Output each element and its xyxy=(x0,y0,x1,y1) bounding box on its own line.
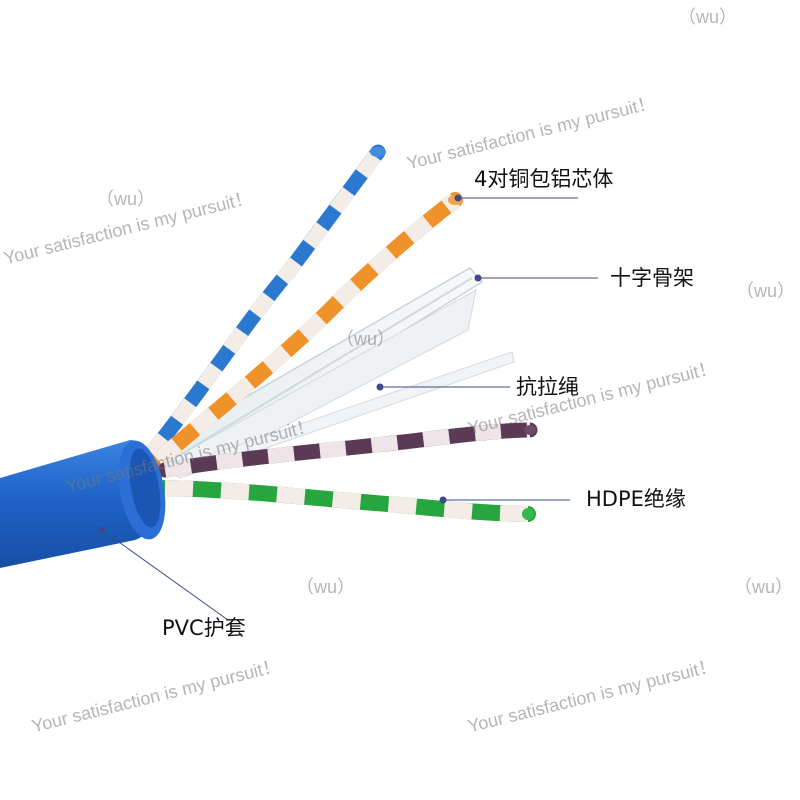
label-jacket: PVC护套 xyxy=(162,616,246,640)
watermark-tag: （wu） xyxy=(96,189,156,209)
green-pair xyxy=(157,480,536,522)
label-rip-cord: 抗拉绳 xyxy=(516,375,579,399)
leader-insulation xyxy=(439,496,570,504)
blue-pair xyxy=(142,144,386,463)
cross-filler xyxy=(148,267,484,471)
leader-cross-filler xyxy=(474,274,598,282)
pvc-jacket xyxy=(0,440,166,568)
watermark-tag: （wu） xyxy=(736,281,796,301)
watermark-tag: （wu） xyxy=(296,577,356,597)
leader-lines xyxy=(98,194,598,621)
label-cross-filler: 十字骨架 xyxy=(610,266,694,290)
label-insulation: HDPE绝缘 xyxy=(586,487,686,511)
label-core: 4对铜包铝芯体 xyxy=(474,167,614,191)
leader-rip-cord xyxy=(376,383,510,391)
leader-jacket xyxy=(98,526,229,621)
watermark-tag: （wu） xyxy=(734,577,794,597)
brown-pair xyxy=(157,422,538,478)
watermark-tag: （wu） xyxy=(336,329,396,349)
watermark-tag: （wu） xyxy=(678,7,738,27)
leader-core xyxy=(454,194,578,202)
